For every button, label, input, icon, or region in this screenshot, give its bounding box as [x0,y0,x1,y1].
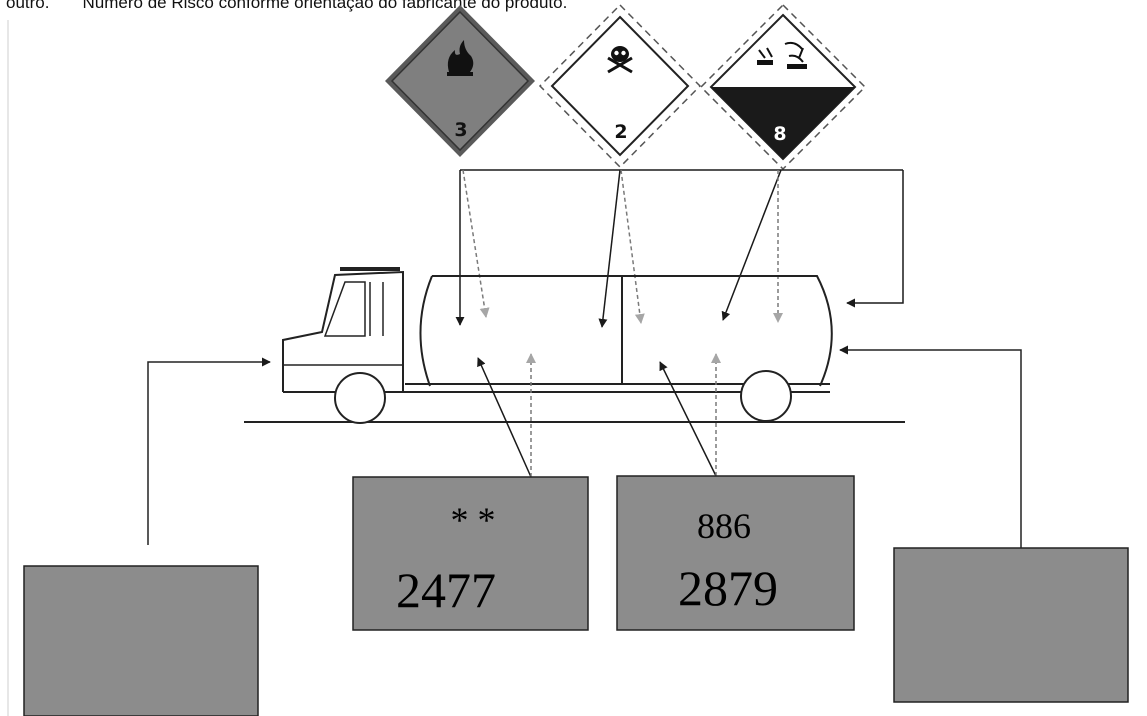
caption-text: outro. Número de Risco conforme orientaç… [6,0,568,12]
placard-toxic-gas-number: 2 [614,121,627,143]
panel-left-blank [23,565,259,716]
rear-wheel [740,370,792,422]
truck-cab [282,270,404,392]
corrosive-icon [757,41,807,69]
placard-flammable-number: 3 [454,119,467,141]
tank-truck [147,267,1022,552]
tank-body [419,275,833,387]
panel-2-risk-number: 886 [697,506,751,546]
placard-corrosive-number: 8 [773,123,786,145]
front-wheel [334,372,386,424]
panel-connectors [477,353,721,478]
placard-corrosive: 8 [699,3,867,171]
placard-toxic-gas: 2 [538,3,702,169]
placard-flammable: 3 [385,5,535,157]
panel-2-un-number: 2879 [678,560,778,616]
panel-compartment-2: 886 2879 [616,475,855,631]
skull-crossbones-icon [607,46,633,74]
placard-connectors [455,169,904,328]
panel-1-un-number: 2477 [396,562,496,618]
flame-icon [447,40,474,76]
panel-compartment-1: * * 2477 [352,476,589,631]
panel-right-blank [893,547,1129,703]
placard-flammable-bg [390,10,530,152]
panel-1-risk-number: * * [451,500,496,540]
placard-dotted-connectors [462,169,783,324]
